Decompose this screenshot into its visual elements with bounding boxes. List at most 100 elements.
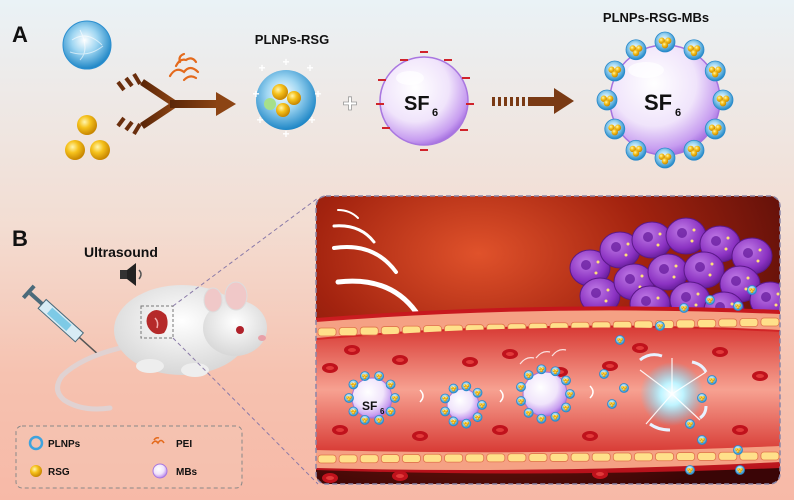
inset-frame: [315, 195, 781, 485]
tumor-cell: [749, 281, 780, 319]
endothelial-cell: [676, 452, 696, 461]
svg-text:+: +: [258, 61, 265, 75]
endothelial-cell: [739, 451, 759, 461]
red-blood-cell: [412, 431, 428, 441]
svg-text:+: +: [256, 113, 263, 127]
tumor-cell: [647, 253, 689, 291]
surface-nanoparticle: [596, 89, 618, 111]
surface-nanoparticle: [654, 147, 676, 169]
red-blood-cell: [392, 471, 408, 481]
svg-text:MBs: MBs: [176, 467, 198, 478]
bubble-nanoparticle: [516, 396, 526, 406]
surface-nanoparticle: [625, 39, 647, 61]
endothelial-cell: [570, 452, 590, 462]
red-blood-cell: [632, 343, 648, 353]
motion-arrow: [589, 385, 594, 399]
syringe-icon: [21, 284, 100, 356]
surface-nanoparticle: [704, 60, 726, 82]
svg-text:+: +: [308, 113, 315, 127]
endothelial-cell: [760, 317, 780, 327]
legend-item-plnps: PLNPs: [28, 435, 81, 451]
sf6-subscript: 6: [432, 107, 438, 119]
endothelial-cell: [697, 319, 717, 328]
free-nanoparticle: [655, 321, 665, 331]
mbs-sf6-main: SF: [644, 90, 672, 115]
mouse-illustration: [55, 281, 267, 412]
surface-nanoparticle: [604, 60, 626, 82]
endothelial-cell: [444, 453, 464, 463]
microbubble-1: [344, 371, 400, 425]
free-nanoparticle: [685, 465, 695, 475]
free-nanoparticle: [685, 419, 695, 429]
bubble-nanoparticle: [348, 379, 359, 390]
svg-text:+: +: [314, 87, 321, 101]
legend: [15, 425, 243, 489]
red-blood-cell: [582, 431, 598, 441]
loaded-microbubble: [596, 31, 734, 169]
ultrasound-label: Ultrasound: [84, 244, 158, 260]
sf6-microbubble: [376, 51, 474, 151]
red-blood-cell: [592, 469, 608, 479]
free-nanoparticle: [735, 465, 745, 475]
endothelial-cell: [633, 452, 653, 462]
free-nanoparticle: [697, 435, 707, 445]
svg-text:PEI: PEI: [176, 439, 192, 450]
bubble-nanoparticle: [550, 411, 561, 422]
free-nanoparticle: [747, 285, 757, 295]
plus-sign: +: [342, 88, 357, 118]
endothelial-cell: [655, 452, 674, 462]
vessel-sf6-main: SF: [362, 399, 377, 413]
vibration-arc: [519, 357, 535, 365]
red-blood-cell: [332, 425, 348, 435]
vibration-arc: [535, 351, 551, 359]
endothelial-cell: [465, 453, 485, 463]
surface-nanoparticle: [654, 31, 676, 53]
free-nanoparticle: [599, 369, 609, 379]
endothelial-cell: [697, 452, 717, 461]
legend-item-pei: PEI: [151, 436, 192, 450]
bubble-nanoparticle: [440, 406, 451, 417]
merge-arrow: [116, 72, 236, 136]
endothelial-cell: [612, 452, 632, 462]
ultrasound-transducer-icon: [120, 263, 142, 286]
red-blood-cell: [322, 363, 338, 373]
panel-a-label: A: [12, 22, 28, 47]
motion-arrow: [499, 389, 504, 403]
free-nanoparticle: [707, 375, 717, 385]
plnp-sphere-reactant: [62, 20, 112, 70]
free-nanoparticle: [733, 301, 743, 311]
bubble-nanoparticle: [359, 414, 370, 425]
endothelial-cell: [549, 453, 569, 462]
free-nanoparticle: [619, 383, 629, 393]
endothelial-cell: [338, 327, 358, 336]
red-blood-cell: [492, 425, 508, 435]
endothelial-cell: [718, 318, 738, 328]
endothelial-cell: [423, 453, 442, 463]
bubble-nanoparticle: [448, 416, 459, 427]
legend-item-rsg: RSG: [30, 465, 70, 478]
endothelial-cell: [507, 453, 527, 463]
bubble-nanoparticle: [461, 418, 472, 429]
svg-text:PLNPs: PLNPs: [48, 439, 81, 450]
vessel-sf6-sub: 6: [380, 407, 385, 416]
surface-nanoparticle: [712, 89, 734, 111]
endothelial-cell: [380, 326, 400, 335]
tumor-cell: [579, 277, 621, 315]
bubble-nanoparticle: [536, 364, 547, 375]
endothelial-cell: [633, 320, 653, 330]
tumor-cell: [631, 221, 673, 259]
surface-nanoparticle: [604, 118, 626, 140]
endothelial-cell: [338, 454, 358, 464]
tumor-cell: [665, 217, 707, 255]
plnps-rsg-mbs-label: PLNPs-RSG-MBs: [603, 10, 709, 25]
bubble-nanoparticle: [344, 393, 354, 403]
bubble-nanoparticle: [516, 382, 526, 392]
bubble-nanoparticle: [359, 371, 370, 382]
free-nanoparticle: [607, 399, 617, 409]
endothelial-cell: [317, 327, 337, 337]
endothelial-cell: [486, 453, 506, 463]
bubble-nanoparticle: [390, 393, 400, 403]
bubble-nanoparticle: [561, 375, 571, 386]
